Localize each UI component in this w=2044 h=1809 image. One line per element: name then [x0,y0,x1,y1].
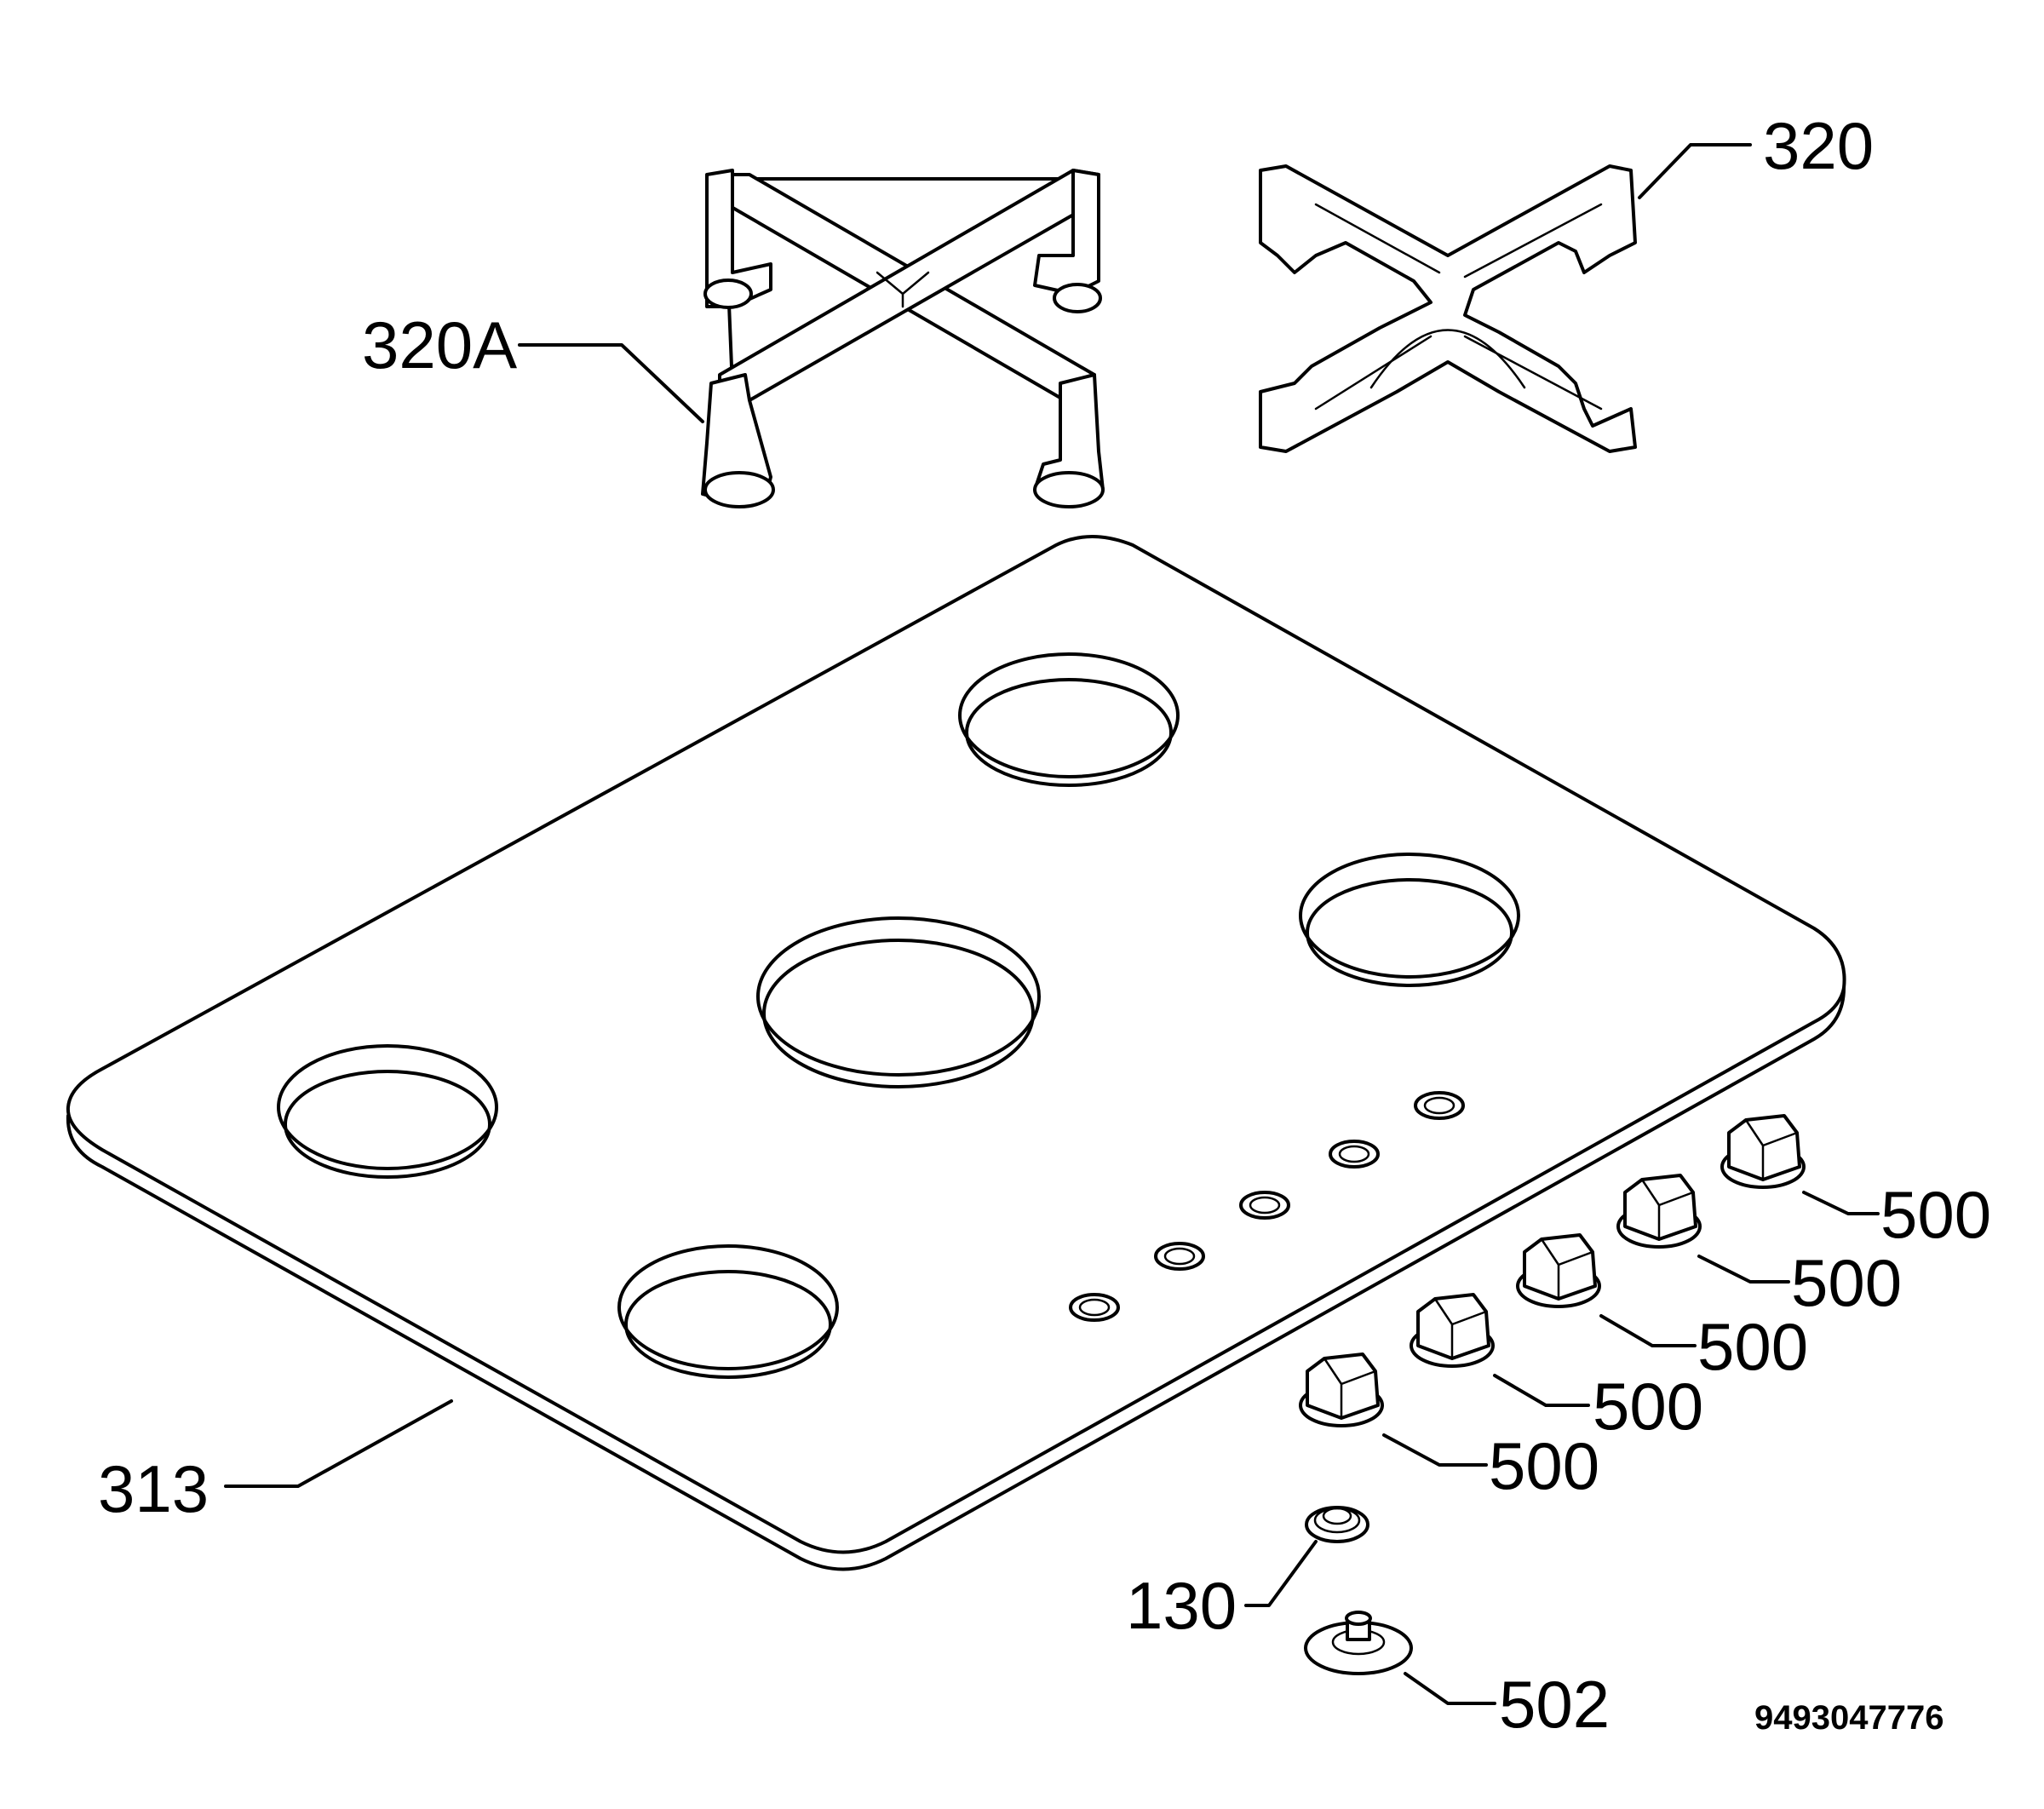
leader-lines [224,143,1880,1705]
control-holes [1069,1091,1465,1322]
pan-support-320a [701,169,1105,508]
pushbutton-502 [1304,1611,1413,1675]
label-502: 502 [1499,1667,1610,1742]
label-130: 130 [1126,1568,1237,1643]
knob-500-2 [1410,1293,1495,1368]
control-knobs [1299,1114,1806,1427]
knob-500-1 [1299,1352,1384,1427]
label-320a: 320A [362,307,517,382]
knob-500-4 [1616,1174,1702,1249]
label-320: 320 [1763,108,1874,183]
burner-hole-rear [958,652,1180,787]
burner-hole-right [1299,853,1520,987]
burner-hole-centre [756,916,1041,1088]
burner-hole-front [617,1244,839,1379]
label-500-e: 500 [1880,1177,1991,1252]
knob-500-3 [1516,1233,1601,1308]
knob-500-5 [1720,1114,1806,1189]
pan-support-320 [1259,164,1637,453]
hob-top-313 [66,535,1846,1571]
drawing-code: 9493047776 [1754,1699,1944,1737]
label-313: 313 [98,1451,209,1526]
part-labels: 320A 320 313 500 500 500 500 500 130 502… [98,108,1991,1742]
label-500-a: 500 [1489,1428,1599,1503]
burner-hole-left [277,1044,498,1179]
spring-130 [1305,1506,1369,1543]
label-500-d: 500 [1791,1245,1902,1320]
label-500-c: 500 [1697,1309,1808,1384]
label-500-b: 500 [1593,1369,1703,1444]
